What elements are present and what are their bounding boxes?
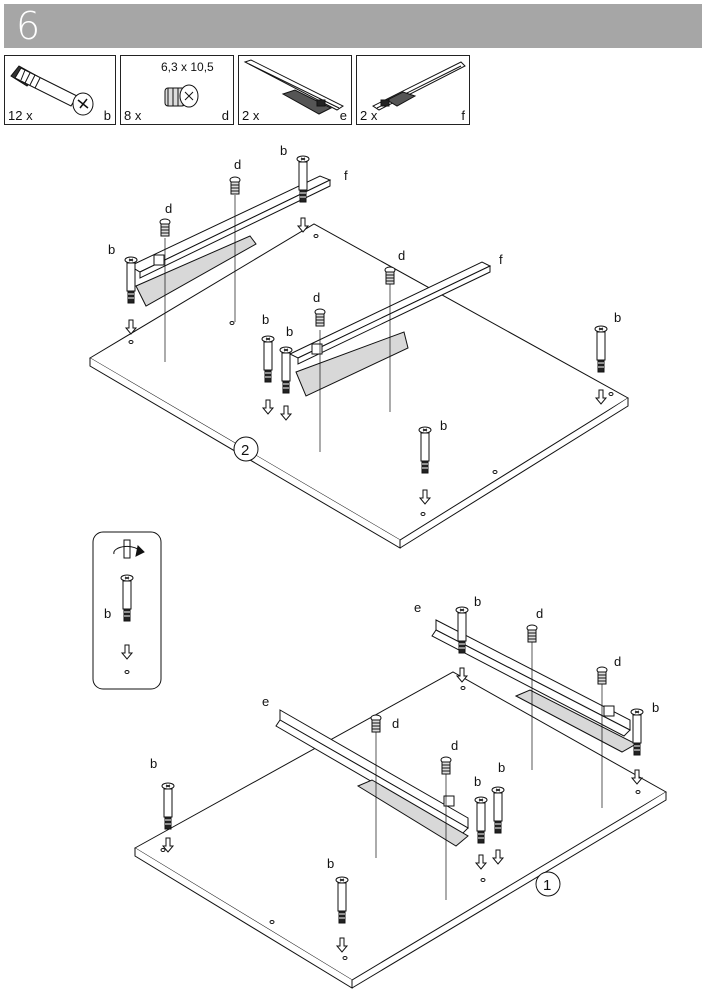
part-qty: 2 x: [242, 108, 260, 123]
label-d: d: [313, 290, 320, 305]
label-b: b: [108, 242, 115, 257]
euro-screw-icon: [164, 84, 199, 108]
label-e: e: [262, 694, 269, 709]
step-header: 6: [4, 4, 702, 48]
label-b: b: [614, 310, 621, 325]
label-e: e: [414, 600, 421, 615]
drill-lines-bottom: [375, 640, 603, 900]
panel-number: 2: [241, 442, 249, 459]
part-dimension: 6,3 x 10,5: [161, 60, 214, 74]
label-d: d: [165, 201, 172, 216]
labels-top: b d f d b d f d b b b b: [108, 143, 621, 433]
diagram-bottom: e b d d b e d d b b b b 1: [134, 594, 667, 989]
part-box-f: 2 x f: [356, 55, 470, 125]
label-f: f: [499, 252, 503, 267]
screwdriver-icon: [113, 539, 145, 559]
drill-lines-top: [164, 195, 391, 452]
part-code: d: [221, 108, 229, 123]
part-qty: 8 x: [124, 108, 142, 123]
part-qty: 2 x: [360, 108, 378, 123]
drawer-runner-right-icon: [372, 61, 466, 111]
cam-bolt-icon: [10, 65, 94, 116]
label-b: b: [262, 312, 269, 327]
part-code: f: [461, 108, 465, 123]
panel-number: 1: [543, 877, 551, 894]
detail-inset: b: [92, 531, 162, 690]
label-f: f: [344, 168, 348, 183]
label-b: b: [280, 143, 287, 158]
labels-bottom: e b d d b e d d b b b b: [150, 594, 659, 871]
panel-number-badge: 1: [535, 871, 561, 897]
panel-bottom: [134, 671, 667, 989]
part-box-d: 6,3 x 10,5 8 x d: [120, 55, 234, 125]
diagram-top: b d f d b d f d b b b b 2: [89, 143, 629, 549]
part-box-b: 12 x b: [4, 55, 116, 125]
label-b: b: [474, 594, 481, 609]
label-b: b: [327, 856, 334, 871]
label-b: b: [652, 700, 659, 715]
step-number: 6: [16, 4, 41, 48]
label-b: b: [498, 760, 505, 775]
part-code: b: [103, 108, 111, 123]
label-b: b: [474, 774, 481, 789]
label-d: d: [234, 157, 241, 172]
part-code: e: [339, 108, 347, 123]
part-qty: 12 x: [8, 108, 33, 123]
label-d: d: [392, 716, 399, 731]
label-b: b: [440, 418, 447, 433]
runner-e-bottom-left: [275, 709, 469, 847]
label-d: d: [398, 248, 405, 263]
label-b: b: [150, 756, 157, 771]
label-d: d: [451, 738, 458, 753]
panel-number-badge: 2: [233, 436, 259, 462]
drawer-runner-left-icon: [243, 59, 344, 115]
part-box-e: 2 x e: [238, 55, 352, 125]
label-d: d: [614, 654, 621, 669]
runner-e-bottom-right: [431, 619, 638, 753]
label-d: d: [536, 606, 543, 621]
label-b: b: [286, 324, 293, 339]
detail-label-b: b: [104, 606, 111, 621]
